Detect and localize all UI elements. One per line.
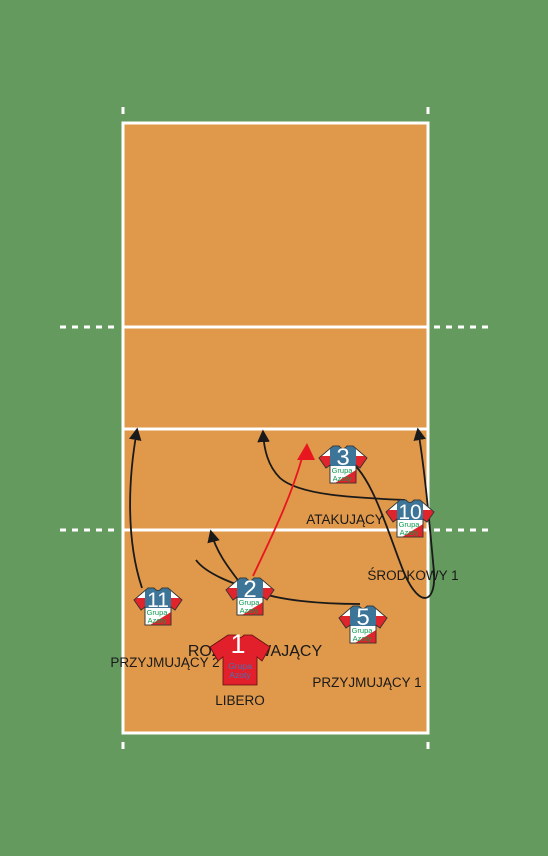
jersey-number: 1 [230,629,245,659]
sponsor-text: Azoty [240,606,259,615]
players: PRZYJMUJĄCY 211GrupaAzotyROZGRYWAJĄCY2Gr… [110,444,458,708]
sponsor-text: Grupa [352,626,374,635]
jersey-number: 10 [398,501,421,524]
player-role-label: ATAKUJĄCY [306,512,384,527]
player-role-label: LIBERO [215,693,265,708]
sponsor-text: Azoty [229,670,251,680]
arrow-player-10 [257,429,406,501]
sponsor-text: Grupa [332,466,354,475]
sponsor-text: Azoty [400,528,419,537]
sponsor-text: Azoty [148,616,167,625]
player-role-label: PRZYJMUJĄCY 2 [110,655,219,670]
arrow-player-3 [344,427,435,599]
sponsor-text: Grupa [228,661,252,671]
jersey-number: 2 [243,576,256,603]
player-role-label: ŚRODKOWY 1 [367,568,458,583]
jersey-number: 3 [336,444,349,471]
sponsor-text: Grupa [147,608,169,617]
jersey-number: 5 [356,604,369,631]
court-marks [60,107,492,749]
sponsor-text: Grupa [239,598,261,607]
setter-arrow-head [297,443,315,460]
sponsor-text: Grupa [399,520,421,529]
player-role-label: PRZYJMUJĄCY 1 [312,675,421,690]
arrow-player-11 [129,427,143,589]
jersey-number: 11 [147,589,169,612]
sponsor-text: Azoty [353,634,372,643]
sponsor-text: Azoty [333,474,352,483]
arrow-setter-run [252,457,303,577]
